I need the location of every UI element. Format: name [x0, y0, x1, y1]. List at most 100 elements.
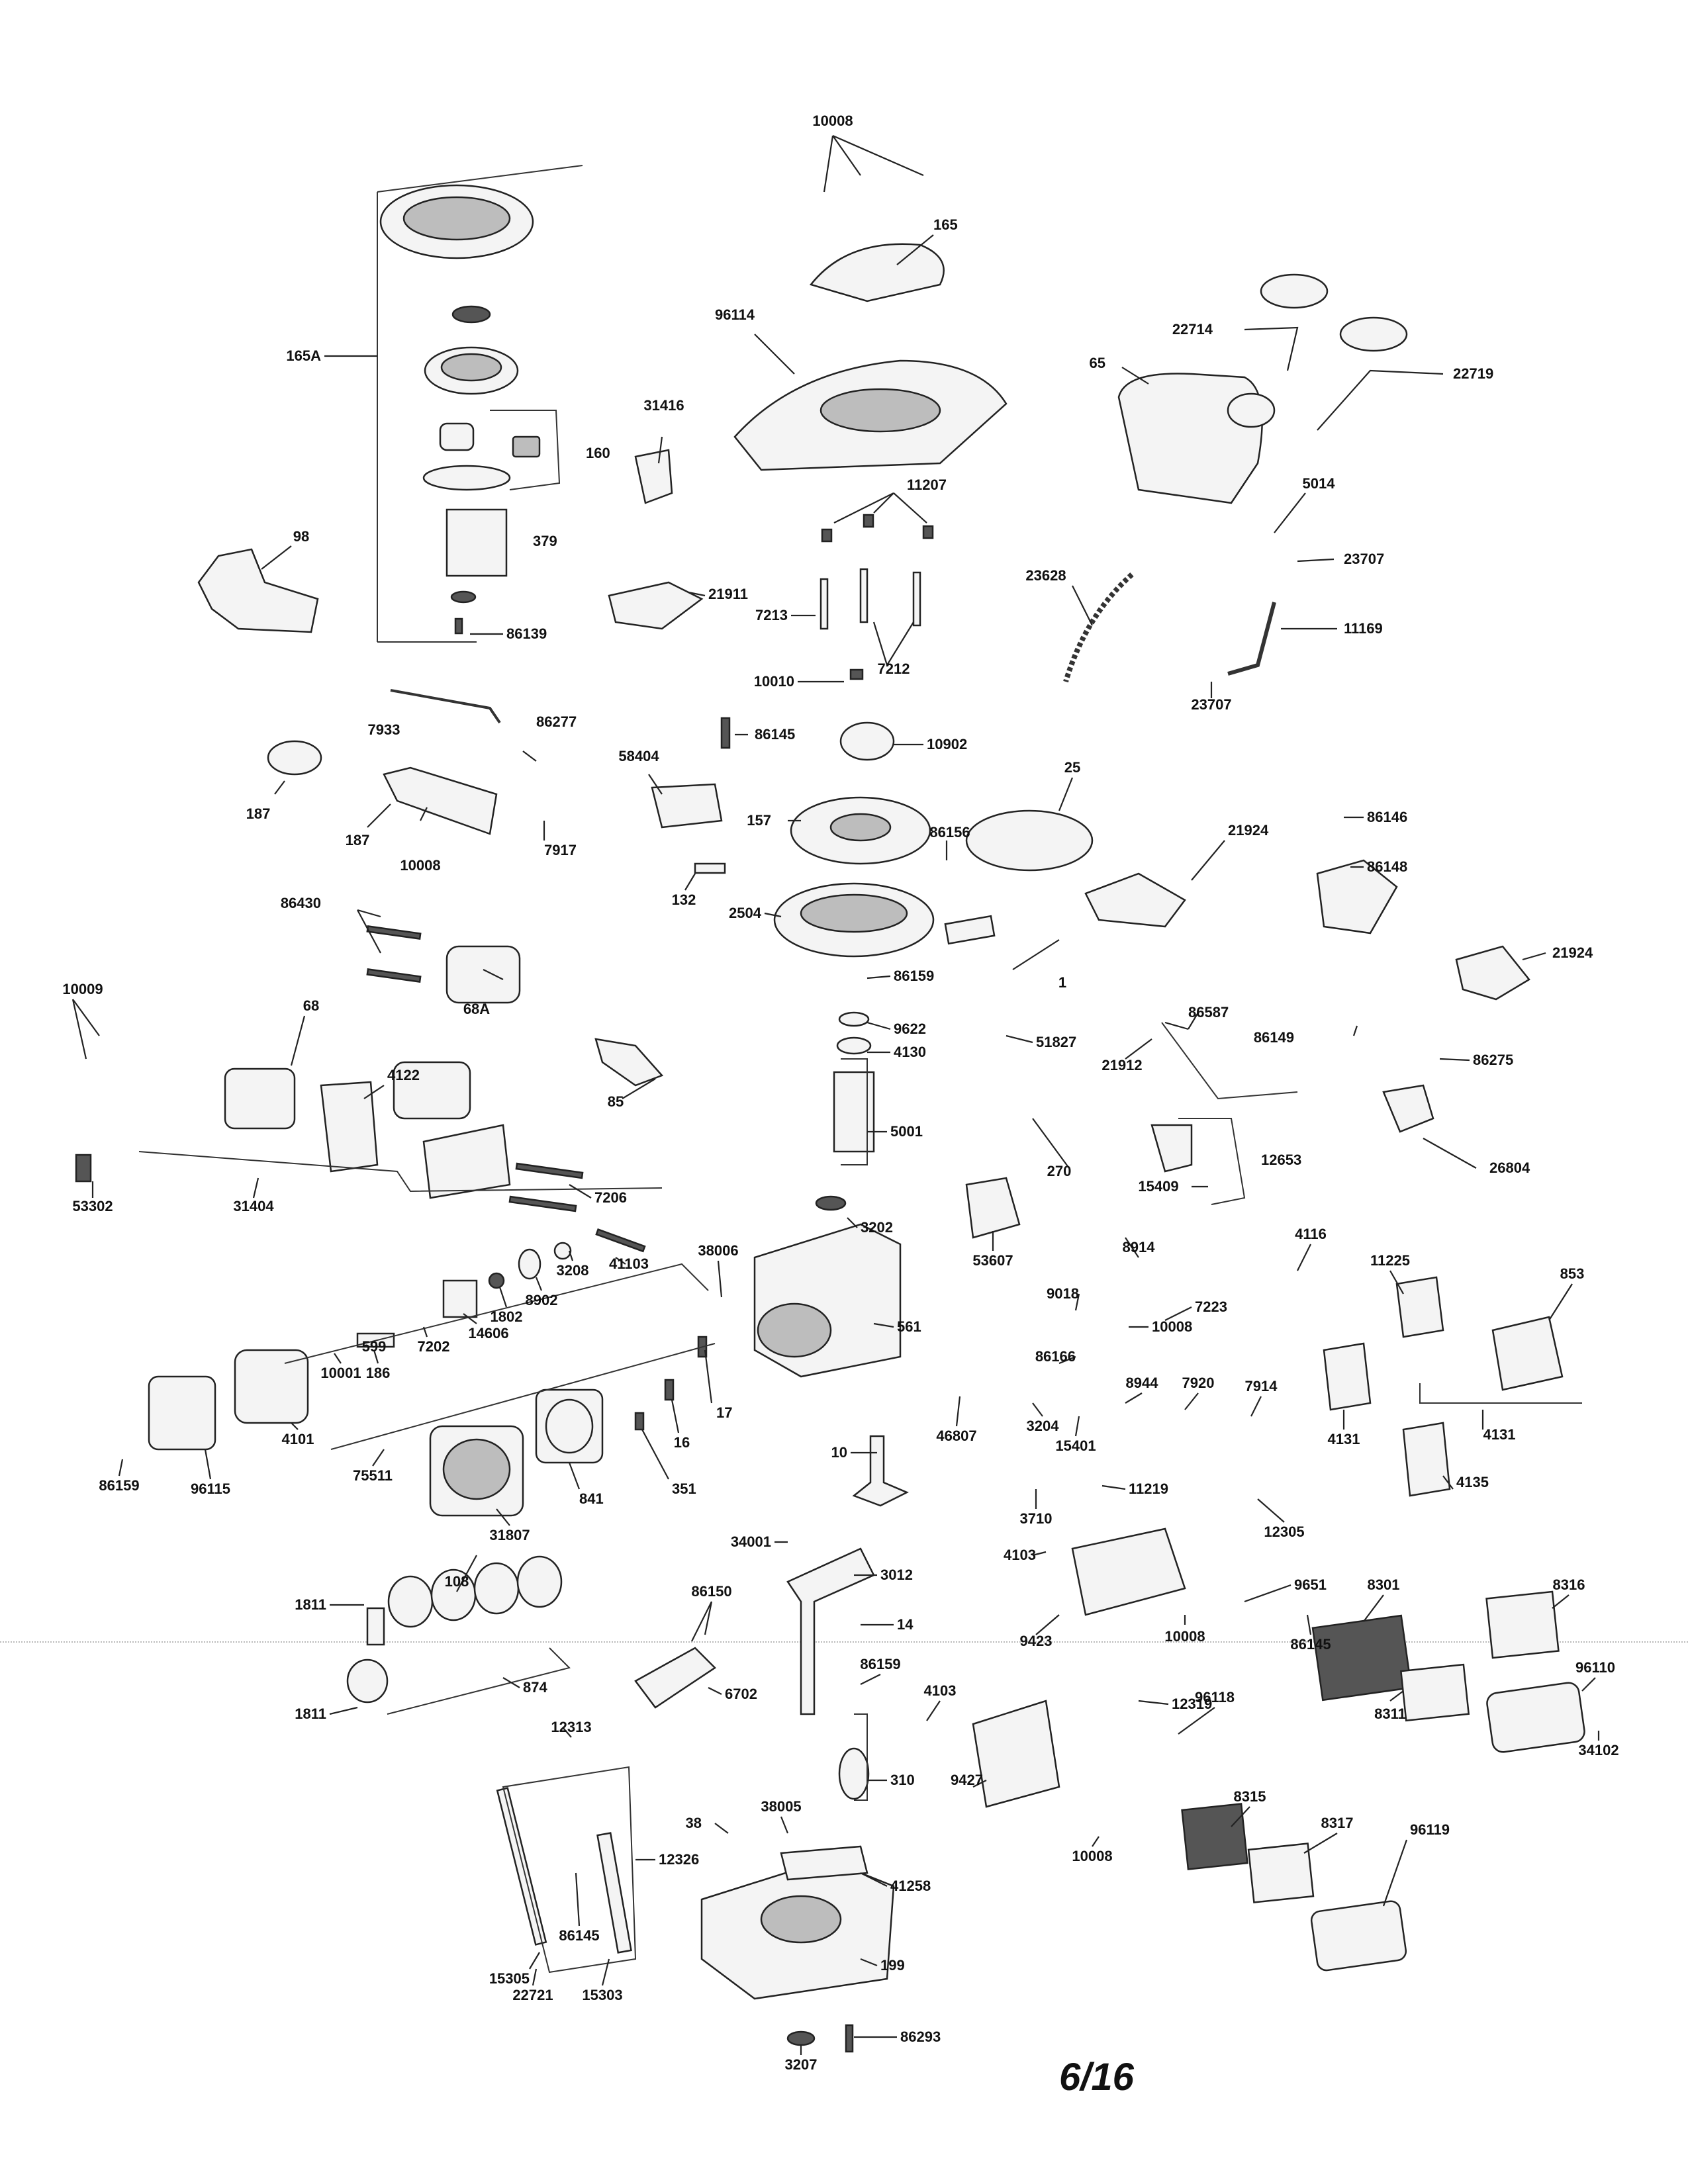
part-label: 379 — [533, 533, 557, 549]
part-label: 10902 — [927, 736, 967, 752]
gasket-4122 — [320, 1081, 379, 1173]
part-label: 86150 — [691, 1583, 731, 1600]
part-label: 21912 — [1102, 1057, 1142, 1073]
part-label: 96118 — [1195, 1689, 1235, 1706]
leader-lines — [71, 134, 1600, 2055]
camshaft-10 — [852, 1435, 909, 1507]
cover-96119 — [1310, 1900, 1407, 1972]
part-label: 5001 — [890, 1123, 923, 1140]
part-label: 22719 — [1453, 365, 1493, 382]
fuel-line-11169 — [1227, 602, 1276, 676]
bracket-31404 — [138, 1151, 663, 1193]
part-shapes — [75, 184, 1585, 2053]
gasket-4135 — [1402, 1422, 1451, 1497]
part-label: 86148 — [1367, 858, 1407, 875]
cover-96110 — [1486, 1682, 1585, 1753]
fuel-cap-22719-shape — [1339, 316, 1408, 352]
bolt-351 — [634, 1412, 645, 1431]
part-label: 10001 — [320, 1365, 361, 1381]
starter-cover-shape — [809, 243, 945, 302]
part-label: 1811 — [295, 1706, 326, 1722]
gasket-4131b — [1323, 1342, 1372, 1411]
part-label: 86275 — [1473, 1052, 1513, 1068]
part-label: 186 — [366, 1365, 391, 1381]
part-label: 12319 — [1172, 1696, 1212, 1712]
part-label: 8316 — [1553, 1576, 1585, 1593]
throttle-85 — [594, 1038, 664, 1087]
part-label: 14606 — [468, 1325, 508, 1342]
part-label: 11169 — [1344, 620, 1383, 637]
part-label: 10008 — [1152, 1318, 1192, 1335]
part-label: 187 — [346, 832, 370, 848]
part-label: 8914 — [1123, 1239, 1156, 1255]
part-label: 23707 — [1344, 551, 1384, 567]
part-label: 4135 — [1456, 1474, 1489, 1490]
part-label: 3204 — [1027, 1418, 1060, 1434]
part-label: 15305 — [489, 1970, 530, 1987]
cylinder-bore — [757, 1302, 832, 1358]
part-1 — [944, 915, 996, 945]
part-label: 9423 — [1020, 1633, 1053, 1649]
scan-divider-line — [0, 1641, 1688, 1643]
part-label: 4116 — [1295, 1226, 1327, 1242]
part-label: 9427 — [951, 1772, 983, 1788]
flywheel-25 — [965, 809, 1094, 872]
dipstick-15305 — [496, 1787, 547, 1946]
screw-11207c — [922, 525, 934, 539]
crankshaft-3012 — [786, 1547, 875, 1715]
bolt-86293 — [845, 2024, 854, 2053]
part-label: 21911 — [708, 586, 748, 602]
filter-8301 — [1311, 1614, 1413, 1702]
tube-12326 — [596, 1832, 632, 1954]
part-label: 3202 — [861, 1219, 893, 1236]
seal-1802 — [488, 1272, 505, 1289]
bracket-21924-mid — [1316, 859, 1398, 934]
part-label: 160 — [586, 445, 610, 461]
part-label: 58404 — [618, 748, 659, 764]
part-label: 561 — [897, 1318, 921, 1335]
part-label: 9651 — [1294, 1576, 1327, 1593]
part-label: 34102 — [1578, 1742, 1618, 1758]
part-label: 96119 — [1410, 1821, 1450, 1838]
part-label: 86430 — [281, 895, 321, 911]
head-gasket-hole — [545, 1398, 594, 1454]
part-label: 10008 — [1164, 1628, 1205, 1645]
bracket-165a — [377, 165, 583, 643]
ring-4 — [516, 1555, 563, 1608]
starter-spring-shape — [451, 305, 491, 324]
prefilter-8316 — [1485, 1590, 1560, 1659]
part-label: 10008 — [400, 857, 440, 874]
muffler-68 — [393, 1061, 471, 1120]
part-label: 874 — [523, 1679, 547, 1696]
part-label: 38006 — [698, 1242, 738, 1259]
bracket-874 — [387, 1647, 571, 1715]
part-label: 11225 — [1370, 1252, 1410, 1269]
part-label: 7206 — [594, 1189, 627, 1206]
retainer-3208 — [553, 1242, 572, 1260]
part-label: 6702 — [725, 1686, 757, 1702]
fuel-tank-shape — [1117, 373, 1263, 504]
part-label: 86145 — [755, 726, 795, 743]
blower-housing-opening — [820, 388, 941, 433]
part-label: 7920 — [1182, 1375, 1215, 1391]
part-label: 14 — [897, 1616, 914, 1633]
part-label: 86277 — [536, 713, 577, 730]
part-label: 38 — [686, 1815, 702, 1831]
spring-8902 — [518, 1248, 541, 1280]
washer-9622 — [838, 1011, 870, 1027]
screen-2504-inner — [800, 893, 908, 933]
bracket-310 — [854, 1713, 868, 1801]
part-label: 132 — [672, 891, 696, 908]
part-label: 8902 — [526, 1292, 558, 1308]
part-label: 86293 — [900, 2028, 941, 2045]
part-label: 4131 — [1483, 1426, 1516, 1443]
part-label: 157 — [747, 812, 771, 829]
cup-10902 — [839, 721, 895, 761]
brake-bracket-shape — [197, 548, 319, 633]
part-label: 51827 — [1036, 1034, 1076, 1050]
part-label: 38005 — [761, 1798, 801, 1815]
part-label: 17 — [716, 1404, 732, 1421]
spark-plug-132 — [694, 862, 726, 874]
governor-lever-187 — [383, 766, 498, 835]
part-label: 86159 — [860, 1656, 900, 1672]
